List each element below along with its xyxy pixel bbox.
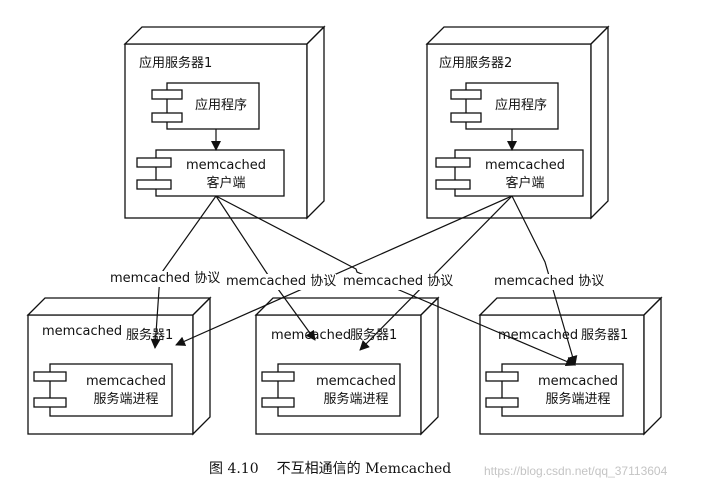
mem-server-3-node bbox=[478, 296, 663, 436]
proc-component-2 bbox=[277, 363, 401, 417]
mem-server-2-title-right: 服务器1 bbox=[350, 328, 398, 343]
link-c2-m2 bbox=[359, 195, 513, 351]
mem-server-1-node bbox=[26, 296, 212, 436]
mem-server-1-title-left: memcached bbox=[42, 324, 123, 339]
mem-server-1-title-right: 服务器1 bbox=[126, 328, 174, 343]
client-1-label-line1: memcached bbox=[185, 158, 267, 173]
protocol-label-1: memcached 协议 bbox=[110, 271, 221, 287]
figure-number: 图 4.10 bbox=[209, 461, 259, 477]
link-c2-m3 bbox=[511, 195, 578, 366]
client-component-1 bbox=[155, 149, 285, 197]
client-1-label-line2: 客户端 bbox=[206, 176, 246, 191]
mem-server-2-node bbox=[254, 296, 440, 436]
proc-1-label-line2: 服务端进程 bbox=[93, 392, 159, 407]
proc-3-label-line1: memcached bbox=[537, 374, 619, 389]
app-server-2-title: 应用服务器2 bbox=[439, 56, 513, 71]
figure-caption: 图 4.10 不互相通信的 Memcached bbox=[209, 458, 469, 478]
mem-server-3-title-left: memcached bbox=[498, 328, 579, 343]
mem-server-2-title-left: memcached bbox=[271, 328, 352, 343]
proc-component-1 bbox=[49, 363, 173, 417]
proc-3-label-line2: 服务端进程 bbox=[545, 392, 611, 407]
app-server-2-node bbox=[425, 25, 610, 220]
protocol-label-3: memcached 协议 bbox=[343, 274, 454, 290]
proc-component-3 bbox=[501, 363, 624, 417]
client-component-2 bbox=[454, 149, 584, 197]
mem-server-3-title-right: 服务器1 bbox=[581, 328, 629, 343]
proc-1-label-line1: memcached bbox=[85, 374, 167, 389]
figure-title: 不互相通信的 Memcached bbox=[276, 461, 452, 477]
protocol-label-4: memcached 协议 bbox=[494, 274, 605, 290]
link-c2-m1 bbox=[175, 195, 513, 346]
app-program-2-label: 应用程序 bbox=[495, 98, 548, 113]
proc-2-label-line1: memcached bbox=[315, 374, 397, 389]
app-program-1-label: 应用程序 bbox=[195, 98, 248, 113]
app-server-1-title: 应用服务器1 bbox=[139, 56, 213, 71]
link-c1-m3 bbox=[215, 195, 576, 367]
client-2-label-line2: 客户端 bbox=[505, 176, 545, 191]
client-2-label-line1: memcached bbox=[484, 158, 566, 173]
watermark: https://blog.csdn.net/qq_37113604 bbox=[484, 464, 668, 478]
proc-2-label-line2: 服务端进程 bbox=[323, 392, 389, 407]
app-server-1-node bbox=[123, 25, 326, 220]
protocol-label-2: memcached 协议 bbox=[226, 274, 337, 290]
